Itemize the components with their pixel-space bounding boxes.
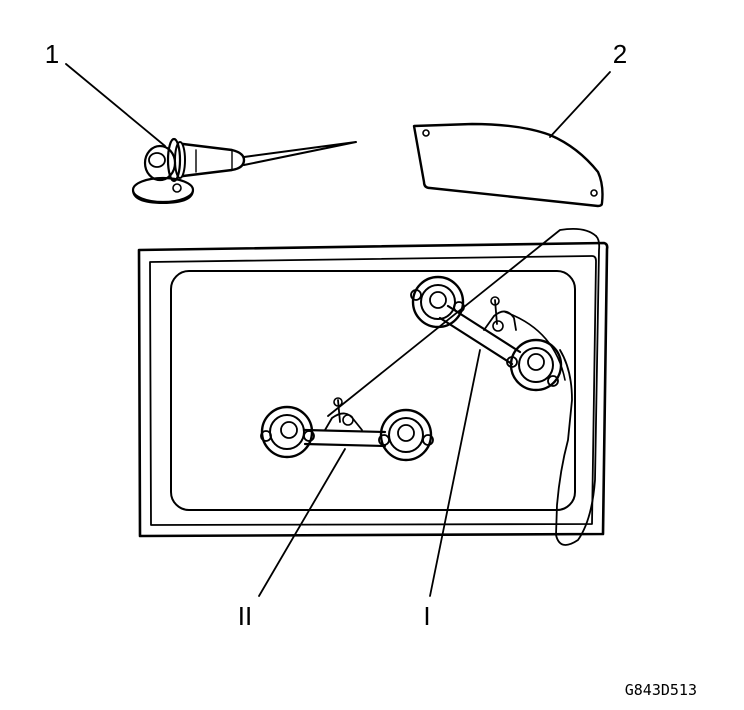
callout-roman-2: II	[238, 601, 252, 631]
cutting-wire	[327, 227, 601, 546]
leader-line-roman-two	[258, 448, 346, 597]
awl-tool	[131, 137, 357, 204]
suction-cup-handle-two	[260, 397, 434, 462]
figure-code: G843D513	[625, 681, 697, 699]
leader-lines	[65, 63, 611, 597]
suction-cup-handle-one	[410, 275, 563, 392]
leader-line-two	[549, 71, 611, 138]
callout-2: 2	[613, 39, 627, 69]
windshield-glass	[137, 241, 609, 538]
leader-line-roman-one	[429, 349, 481, 597]
guide-plate	[412, 122, 604, 208]
callout-1: 1	[45, 39, 59, 69]
callout-roman-1: I	[423, 601, 430, 631]
leader-line-one	[65, 63, 166, 147]
